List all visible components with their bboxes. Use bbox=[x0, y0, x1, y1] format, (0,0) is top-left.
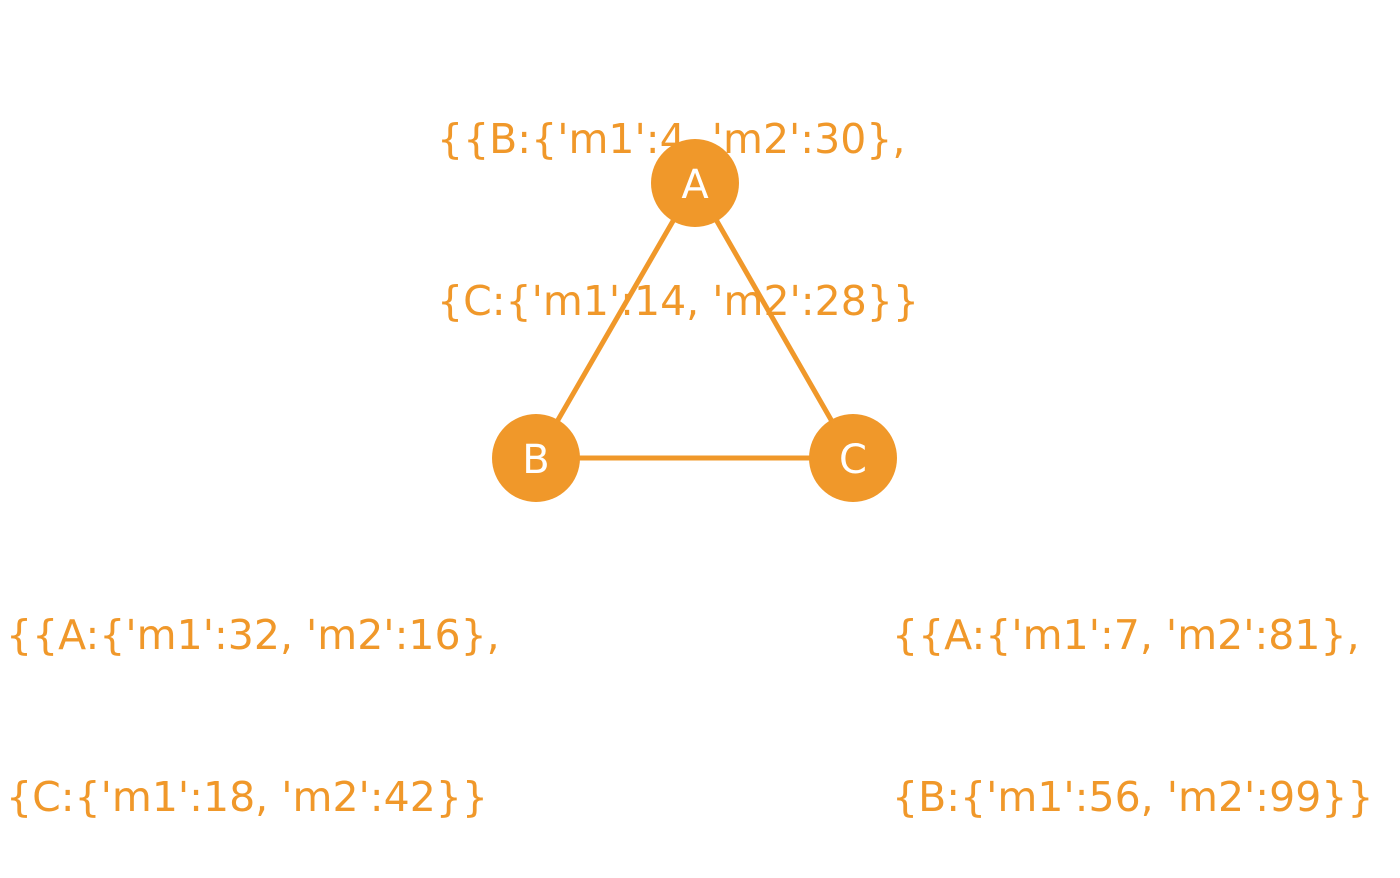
node-c-label: C bbox=[839, 437, 867, 483]
node-b-annotation-line1: {{A:{'m1':32, 'm2':16}, bbox=[6, 611, 500, 659]
node-c-annotation-line1: {{A:{'m1':7, 'm2':81}, bbox=[892, 611, 1360, 659]
node-a: A bbox=[651, 139, 739, 227]
node-a-annotation-line2: {C:{'m1':14, 'm2':28}} bbox=[437, 277, 919, 325]
node-c-circle bbox=[809, 414, 897, 502]
node-a-label: A bbox=[681, 162, 709, 208]
triangle-graph: A B C bbox=[492, 139, 897, 502]
node-a-annotation-line1: {{B:{'m1':4, 'm2':30}, bbox=[437, 115, 906, 163]
node-c: C bbox=[809, 414, 897, 502]
edge-a-b bbox=[533, 180, 698, 461]
node-c-annotation-line2: {B:{'m1':56, 'm2':99}} bbox=[892, 773, 1374, 821]
node-b-annotation-line2: {C:{'m1':18, 'm2':42}} bbox=[6, 773, 488, 821]
node-c-annotation: {{A:{'m1':7, 'm2':81}, {B:{'m1':56, 'm2'… bbox=[892, 500, 1373, 878]
node-b-circle bbox=[492, 414, 580, 502]
node-b-annotation: {{A:{'m1':32, 'm2':16}, {C:{'m1':18, 'm2… bbox=[6, 500, 500, 878]
node-b: B bbox=[492, 414, 580, 502]
node-a-annotation: {{B:{'m1':4, 'm2':30}, {C:{'m1':14, 'm2'… bbox=[437, 4, 919, 382]
edge-a-c bbox=[692, 180, 856, 461]
node-b-label: B bbox=[522, 437, 549, 483]
node-a-circle bbox=[651, 139, 739, 227]
